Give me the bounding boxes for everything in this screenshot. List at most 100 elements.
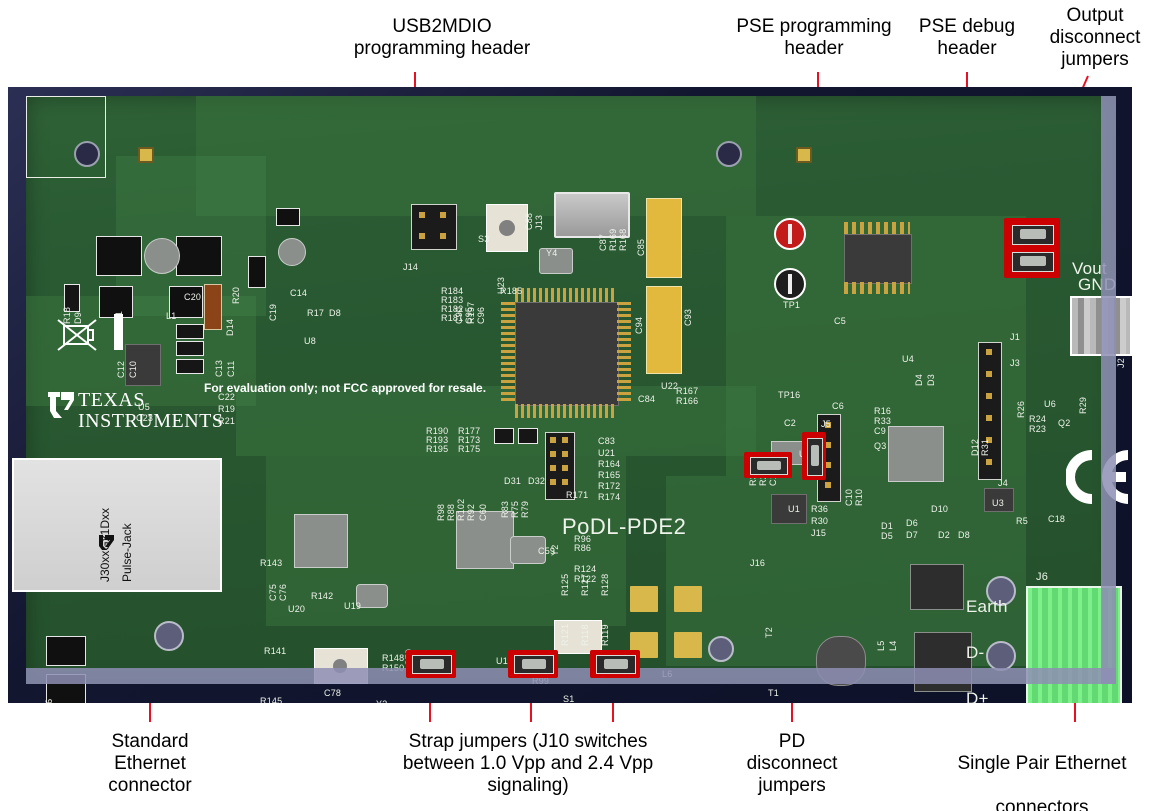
- silkscreen-designator: D3: [926, 374, 936, 386]
- silkscreen-designator: C2: [784, 418, 796, 428]
- silkscreen-designator: J4: [998, 478, 1008, 488]
- highlight-output-disconnect: [1004, 218, 1060, 278]
- callout-single-pair-ethernet-connectors: Single Pair Ethernet connectors (use eit…: [930, 731, 1154, 811]
- ic-u8: [278, 238, 306, 266]
- shunt-j16[interactable]: [750, 457, 788, 475]
- silkscreen-designator: R118: [580, 624, 590, 646]
- board-photo: C20C21L1R20D14R18D9C12C10U5C23C22R19R21C…: [8, 87, 1132, 703]
- silkscreen-designator: J9: [624, 702, 634, 703]
- diode-d14: [204, 284, 222, 330]
- silkscreen-designator: D5: [881, 531, 893, 541]
- mounting-hole-bottom-right: [986, 576, 1016, 606]
- ti-state-mark-icon: [48, 392, 74, 418]
- silkscreen-designator: R124: [574, 564, 597, 574]
- silkscreen-designator: R185: [500, 286, 523, 296]
- silkscreen-designator: D2: [938, 530, 950, 540]
- test-point-tp16[interactable]: [774, 268, 806, 300]
- callout-usb2mdio: USB2MDIO programming header: [353, 16, 531, 59]
- silkscreen-designator: C78: [324, 688, 342, 698]
- res-d31: [494, 428, 514, 444]
- evaluation-notice: For evaluation only; not FCC approved fo…: [204, 381, 487, 395]
- silkscreen-designator: R122: [574, 574, 597, 584]
- pushbutton-s1[interactable]: [554, 620, 602, 654]
- usb2mdio-header-j14[interactable]: [411, 204, 457, 250]
- silkscreen-designator: R171: [566, 490, 589, 500]
- pse-debug-header-j4[interactable]: [978, 342, 1002, 480]
- crystal-y2: [510, 536, 546, 564]
- silkscreen-designator: Y2: [550, 544, 560, 556]
- silkscreen-designator: R79: [520, 500, 530, 518]
- u4-pins-top: [844, 222, 910, 234]
- pushbutton-s3[interactable]: [486, 204, 528, 252]
- silkscreen-designator: R33: [874, 416, 892, 426]
- ic-u19: [294, 514, 348, 568]
- silkscreen-designator: C96: [476, 306, 486, 324]
- silkscreen-designator: R19: [218, 404, 236, 414]
- shunt-j9[interactable]: [596, 655, 636, 674]
- silkscreen-designator: C13: [214, 359, 224, 377]
- silkscreen-designator: D12: [970, 438, 980, 456]
- silkscreen-designator: R183: [441, 295, 464, 305]
- silkscreen-designator: R102: [456, 498, 466, 521]
- mounting-via-top-mid: [716, 141, 742, 167]
- usb-connector-j13[interactable]: [554, 192, 630, 238]
- silkscreen-designator: R128: [600, 573, 610, 596]
- silkscreen-designator: C59: [538, 546, 556, 556]
- mcu-pins-right: [617, 302, 631, 404]
- silkscreen-designator: R190: [426, 426, 449, 436]
- shunt-j10[interactable]: [412, 655, 452, 674]
- ti-logo: TEXAS INSTRUMENTS: [78, 389, 224, 433]
- shunt-j15[interactable]: [807, 438, 823, 476]
- pad-top-left: [138, 147, 154, 163]
- silkscreen-designator: U23: [496, 276, 506, 294]
- silkscreen-designator: R177: [458, 426, 481, 436]
- silkscreen-designator: C5: [834, 316, 846, 326]
- callout-pd-disconnect-jumpers: PD disconnect jumpers: [746, 731, 838, 796]
- silkscreen-designator: U5: [138, 402, 150, 412]
- board-edge-right: [1101, 96, 1116, 684]
- ul-mark-icon: [99, 535, 114, 550]
- mcu-pins-bottom: [515, 404, 617, 418]
- ethernet-jack-j11[interactable]: J30xxGx1Dxx Pulse-Jack: [12, 458, 222, 592]
- silkscreen-designator: R167: [676, 386, 699, 396]
- silkscreen-designator: U19: [344, 601, 362, 611]
- silkscreen-designator: R88: [446, 503, 456, 521]
- silkscreen-designator: J2: [1116, 358, 1126, 368]
- shunt-j3[interactable]: [1012, 252, 1054, 272]
- shunt-j1[interactable]: [1012, 225, 1054, 245]
- silkscreen-designator: U8: [304, 336, 316, 346]
- callout-strap-jumpers: Strap jumpers (J10 switches between 1.0 …: [402, 731, 654, 796]
- silkscreen-designator: C20: [184, 292, 202, 302]
- silkscreen-designator: R172: [598, 481, 621, 491]
- board-edge-bottom: [26, 668, 1116, 684]
- silkscreen-designator: R168: [618, 228, 628, 251]
- silkscreen-designator: C11: [226, 360, 236, 377]
- silkscreen-designator: C94: [634, 316, 644, 334]
- silkscreen-designator: C10: [128, 360, 138, 378]
- highlight-strap-j8: [508, 650, 558, 678]
- silkscreen-designator: J1: [1010, 332, 1020, 342]
- l6-pad-1: [630, 586, 658, 612]
- silkscreen-designator: C75: [268, 583, 278, 601]
- silkscreen-designator: Q2: [1058, 418, 1071, 428]
- silkscreen-designator: U6: [1044, 399, 1056, 409]
- highlight-pd-disconnect-j15: [802, 432, 826, 480]
- silkscreen-designator: R166: [676, 396, 699, 406]
- l6-pad-4: [674, 632, 702, 658]
- silkscreen-designator: R181: [441, 313, 464, 323]
- spe-pin-dplus: D+: [966, 689, 989, 703]
- shunt-j8[interactable]: [514, 655, 554, 674]
- silkscreen-designator: Y4: [546, 248, 558, 258]
- silkscreen-designator: C88: [524, 212, 534, 230]
- spe-pin-dminus: D-: [966, 643, 985, 662]
- silkscreen-designator: R143: [260, 558, 283, 568]
- silkscreen-designator: R16: [874, 406, 892, 416]
- test-point-tp1[interactable]: [774, 218, 806, 250]
- silkscreen-designator: J3: [1010, 358, 1020, 368]
- board-part-number: PoDL-PDE2: [562, 514, 687, 539]
- spe-line-1: Single Pair Ethernet: [957, 753, 1127, 774]
- silkscreen-designator: R86: [574, 543, 592, 553]
- shield-can: [910, 564, 964, 610]
- mounting-via-top-left: [74, 141, 100, 167]
- mounting-hole-right: [986, 641, 1016, 671]
